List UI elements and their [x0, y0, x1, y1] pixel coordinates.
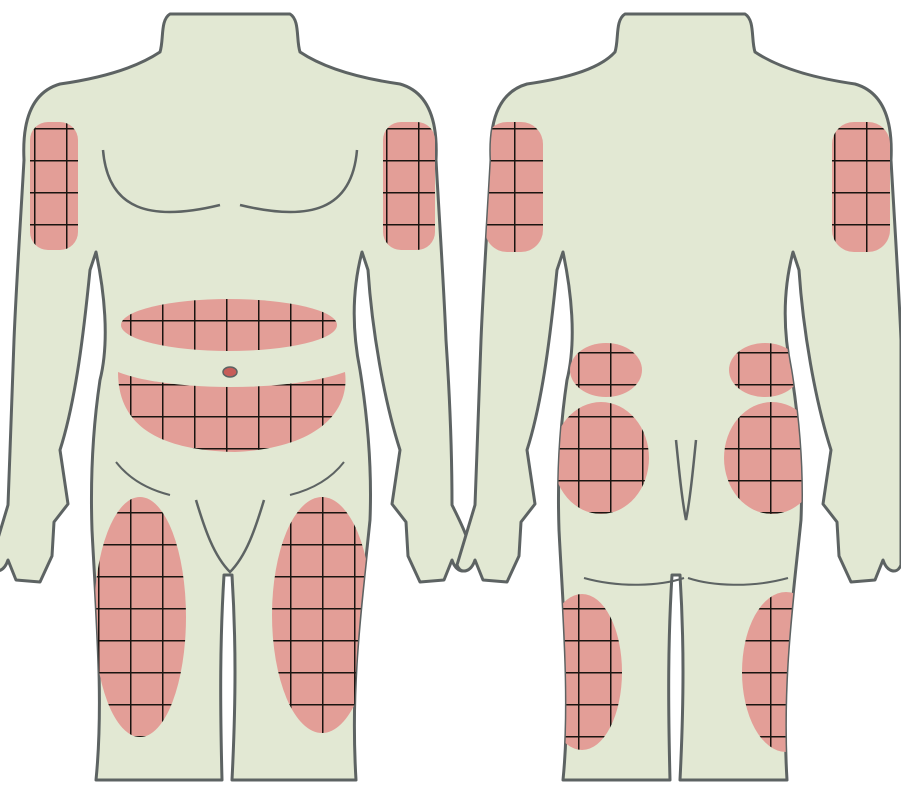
back-lower-back-left-site [570, 343, 642, 397]
back-upper-arm-right-site [832, 122, 890, 252]
front-upper-arm-left-site [383, 122, 435, 250]
front-thigh-left-site [272, 497, 372, 733]
back-thigh-left-site [542, 594, 622, 750]
front-upper-arm-right-site [30, 122, 78, 250]
back-buttock-right-site [724, 402, 820, 514]
front-navel [223, 367, 237, 377]
back-buttock-left-site [553, 402, 649, 514]
back-view [457, 14, 901, 780]
back-upper-arm-left-site [485, 122, 543, 252]
back-lower-back-right-site [729, 343, 801, 397]
front-thigh-right-site [94, 497, 186, 737]
front-abdomen-upper-site [121, 299, 337, 351]
front-view [0, 14, 471, 780]
